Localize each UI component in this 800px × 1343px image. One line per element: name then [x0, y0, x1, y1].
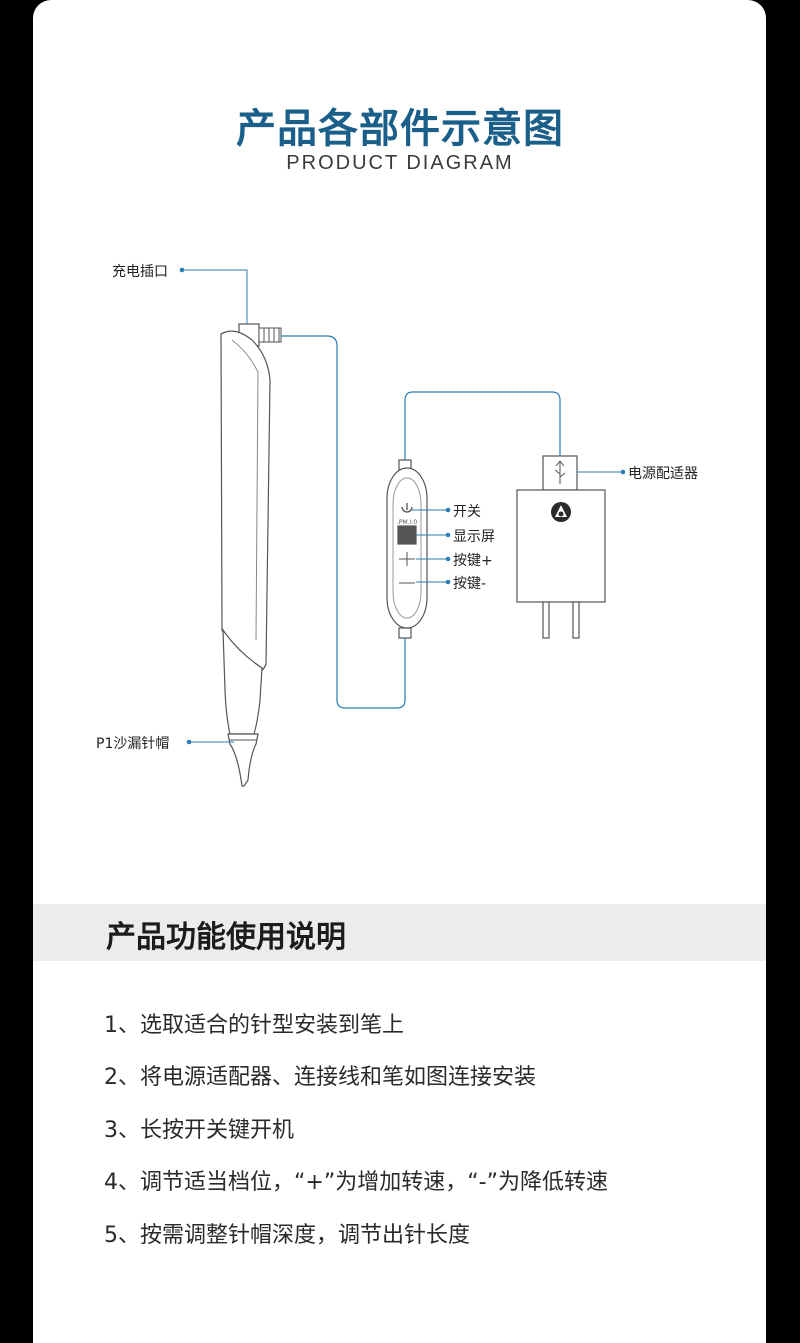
label-needle-cap: P1沙漏针帽: [96, 736, 170, 752]
controller-illustration: [386, 459, 428, 639]
page-title: 产品各部件示意图: [236, 106, 564, 152]
label-minus-button: 按键-: [453, 576, 487, 592]
adapter-prong-right: [572, 601, 580, 639]
pen-body: [220, 330, 271, 672]
instruction-item: 5、按需调整针帽深度，调节出针长度: [104, 1223, 470, 1248]
product-diagram: .PM.I:0: [179, 267, 626, 787]
label-charging-port: 充电插口: [112, 264, 168, 280]
instruction-item: 2、将电源适配器、连接线和笔如图连接安装: [104, 1065, 536, 1090]
instruction-item: 4、调节适当档位，“+”为增加转速，“-”为降低转速: [104, 1170, 608, 1195]
brand-logo-icon: [551, 502, 571, 522]
section-title: 产品功能使用说明: [106, 920, 346, 955]
leader-lines: [179, 267, 626, 745]
svg-text:.PM.I:0: .PM.I:0: [397, 519, 417, 526]
pen-illustration: [220, 323, 282, 787]
page-subtitle: PRODUCT DIAGRAM: [286, 152, 514, 174]
section-header-bar: [33, 904, 766, 961]
label-power-switch: 开关: [453, 504, 481, 520]
label-plus-button: 按键+: [453, 553, 493, 569]
needle-cap-shape: [227, 733, 259, 787]
adapter-prong-left: [542, 601, 550, 639]
usb-icon: [554, 460, 566, 484]
cable-connector: [258, 327, 282, 343]
pen-grip: [222, 627, 263, 735]
content-card: [33, 0, 766, 1343]
adapter-illustration: [516, 455, 606, 639]
power-icon: [401, 503, 413, 513]
cables: [281, 335, 561, 709]
controller-bottom-plug: [398, 627, 412, 639]
instruction-item: 1、选取适合的针型安装到笔上: [104, 1013, 404, 1038]
plus-icon: [399, 552, 415, 566]
display-screen: [397, 525, 417, 545]
label-display: 显示屏: [453, 529, 495, 545]
label-power-adapter: 电源配适器: [628, 466, 698, 482]
instruction-item: 3、长按开关键开机: [104, 1118, 294, 1143]
